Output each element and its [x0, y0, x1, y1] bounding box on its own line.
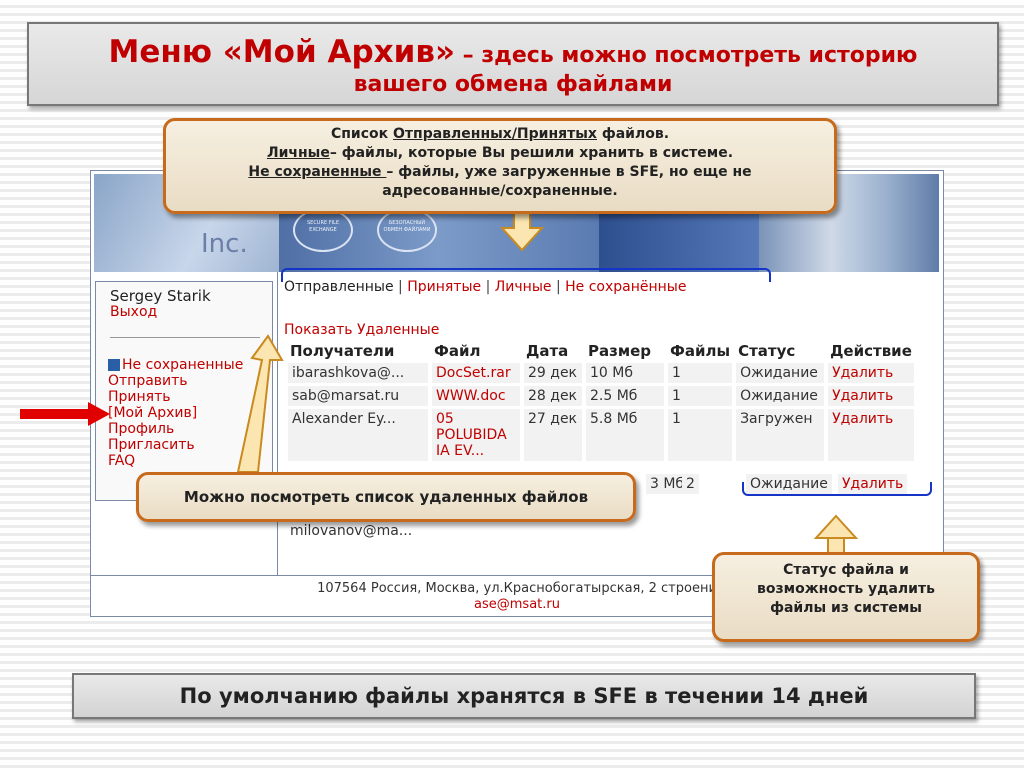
status-brace — [742, 482, 932, 496]
sidebar-item-invite[interactable]: Пригласить — [108, 437, 195, 453]
col-recipients: Получатели — [290, 342, 395, 360]
files-table: Получатели Файл Дата Размер Файлы Статус… — [284, 339, 918, 464]
footer-divider — [91, 575, 943, 576]
callout-status: Статус файла и возможность удалить файлы… — [712, 552, 980, 642]
sidebar-item-profile[interactable]: Профиль — [108, 421, 175, 437]
table-row: sab@marsat.ru WWW.doc 28 дек 2.5 Мб 1 Ож… — [288, 386, 914, 406]
table-row: milovanov@ma... — [290, 523, 413, 539]
callout-tabs-explanation: Список Отправленных/Принятых файлов. Лич… — [163, 118, 837, 214]
content-divider — [277, 272, 278, 575]
archive-tabs: Отправленные | Принятые | Личные | Не со… — [284, 279, 687, 295]
tab-received[interactable]: Принятые — [407, 279, 482, 295]
retention-note: По умолчанию файлы хранятся в SFE в тече… — [72, 673, 976, 719]
logout-link[interactable]: Выход — [110, 304, 158, 320]
col-file: Файл — [434, 342, 481, 360]
sidebar-item-send[interactable]: Отправить — [108, 373, 188, 389]
callout-deleted-files: Можно посмотреть список удаленных файлов — [136, 472, 636, 522]
title-line2: вашего обмена файлами — [353, 72, 673, 97]
footer-email[interactable]: ase@msat.ru — [474, 597, 560, 612]
sidebar-item-unsaved[interactable]: Не сохраненные — [108, 357, 243, 373]
tab-personal[interactable]: Личные — [494, 279, 552, 295]
red-arrowhead-icon — [88, 402, 110, 426]
col-size: Размер — [588, 342, 652, 360]
table-header: Получатели Файл Дата Размер Файлы Статус… — [288, 342, 914, 360]
table-row: ibarashkova@... DocSet.rar 29 дек 10 Мб … — [288, 363, 914, 383]
table-row: Alexander Ey... 05 POLUBIDA IA EV... 27 … — [288, 409, 914, 461]
title-main: Меню «Мой Архив» — [108, 34, 455, 70]
red-pointer-arrow — [20, 409, 90, 419]
sidebar-item-receive[interactable]: Принять — [108, 389, 171, 405]
app-screenshot: Inc. SECURE FILE EXCHANGE БЕЗОПАСНЫЙ ОБМ… — [90, 170, 944, 617]
sidebar-menu: Не сохраненные Отправить Принять [Мой Ар… — [108, 357, 243, 469]
up-arrowhead-icon — [813, 514, 859, 539]
tabs-brace — [281, 268, 771, 282]
title-sub: – здесь можно посмотреть историю — [455, 43, 918, 68]
show-deleted-link[interactable]: Показать Удаленные — [284, 322, 440, 338]
sidebar-divider — [110, 337, 260, 338]
diagonal-arrow-icon — [236, 334, 284, 473]
tab-sent[interactable]: Отправленные — [284, 279, 394, 295]
footer-address: 107564 Россия, Москва, ул.Краснобогатырс… — [317, 581, 717, 596]
sidebar-item-faq[interactable]: FAQ — [108, 453, 136, 469]
save-icon — [108, 359, 120, 371]
slide-title: Меню «Мой Архив» – здесь можно посмотрет… — [29, 34, 997, 70]
col-action: Действие — [830, 342, 912, 360]
slide-title-box: Меню «Мой Архив» – здесь можно посмотрет… — [27, 22, 999, 106]
user-name: Sergey Starik — [110, 287, 211, 305]
sidebar-item-archive[interactable]: [Мой Архив] — [108, 405, 198, 421]
col-files: Файлы — [670, 342, 731, 360]
site-footer: 107564 Россия, Москва, ул.Краснобогатырс… — [91, 581, 943, 613]
tab-unsaved[interactable]: Не сохранённые — [565, 279, 687, 295]
col-status: Статус — [738, 342, 796, 360]
col-date: Дата — [526, 342, 569, 360]
